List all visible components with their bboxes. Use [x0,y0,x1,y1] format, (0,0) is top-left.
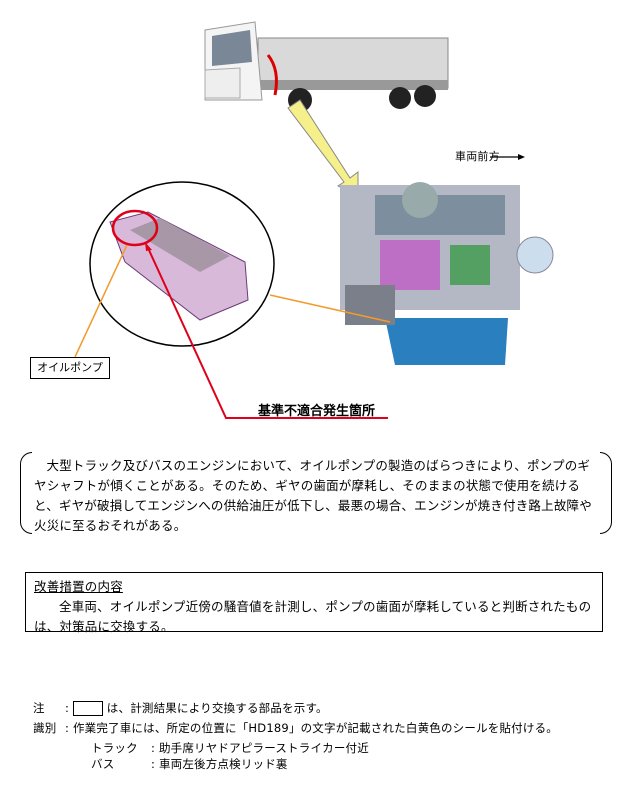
front-arrow-icon [490,154,525,160]
id-text: 作業完了車には、所定の位置に「HD189」の文字が記載された白黄色のシールを貼付… [72,721,558,735]
truck-image [204,21,449,112]
bus-text: 車両左後方点検リッド裏 [158,757,288,771]
pointer-arrow [287,99,359,197]
bus-label: バス [91,757,115,771]
bracket-right [600,452,612,534]
fix-body: 全車両、オイルポンプ近傍の騒音値を計測し、ポンプの歯面が摩耗していると判断された… [34,599,592,634]
note-label: 注 [33,701,45,715]
note-text: は、計測結果により交換する部品を示す。 [106,701,328,715]
oil-pump-label: オイルポンプ [30,357,110,379]
description-box: 大型トラック及びバスのエンジンにおいて、オイルポンプの製造のばらつきにより、ポン… [20,452,612,534]
truck-text: 助手席リヤドアピラーストライカー付近 [158,741,369,755]
engine-image [340,182,554,365]
fix-box: 改善措置の内容 全車両、オイルポンプ近傍の騒音値を計測し、ポンプの歯面が摩耗して… [25,572,603,634]
truck-label: トラック [91,741,138,755]
sample-box [72,701,103,716]
oil-pump-highlight [111,209,159,247]
front-direction-label: 車両前方 [455,150,500,163]
defect-location-label: 基準不適合発生箇所 [258,404,376,419]
id-label: 識別 [33,721,57,735]
illustration [74,21,554,419]
notes: 注: は、計測結果により交換する部品を示す。 識別: 作業完了車には、所定の位置… [33,698,558,774]
bracket-left [20,452,32,534]
fix-title: 改善措置の内容 [34,579,123,594]
description-text: 大型トラック及びバスのエンジンにおいて、オイルポンプの製造のばらつきにより、ポン… [34,458,592,533]
oil-pan-image [109,211,249,321]
